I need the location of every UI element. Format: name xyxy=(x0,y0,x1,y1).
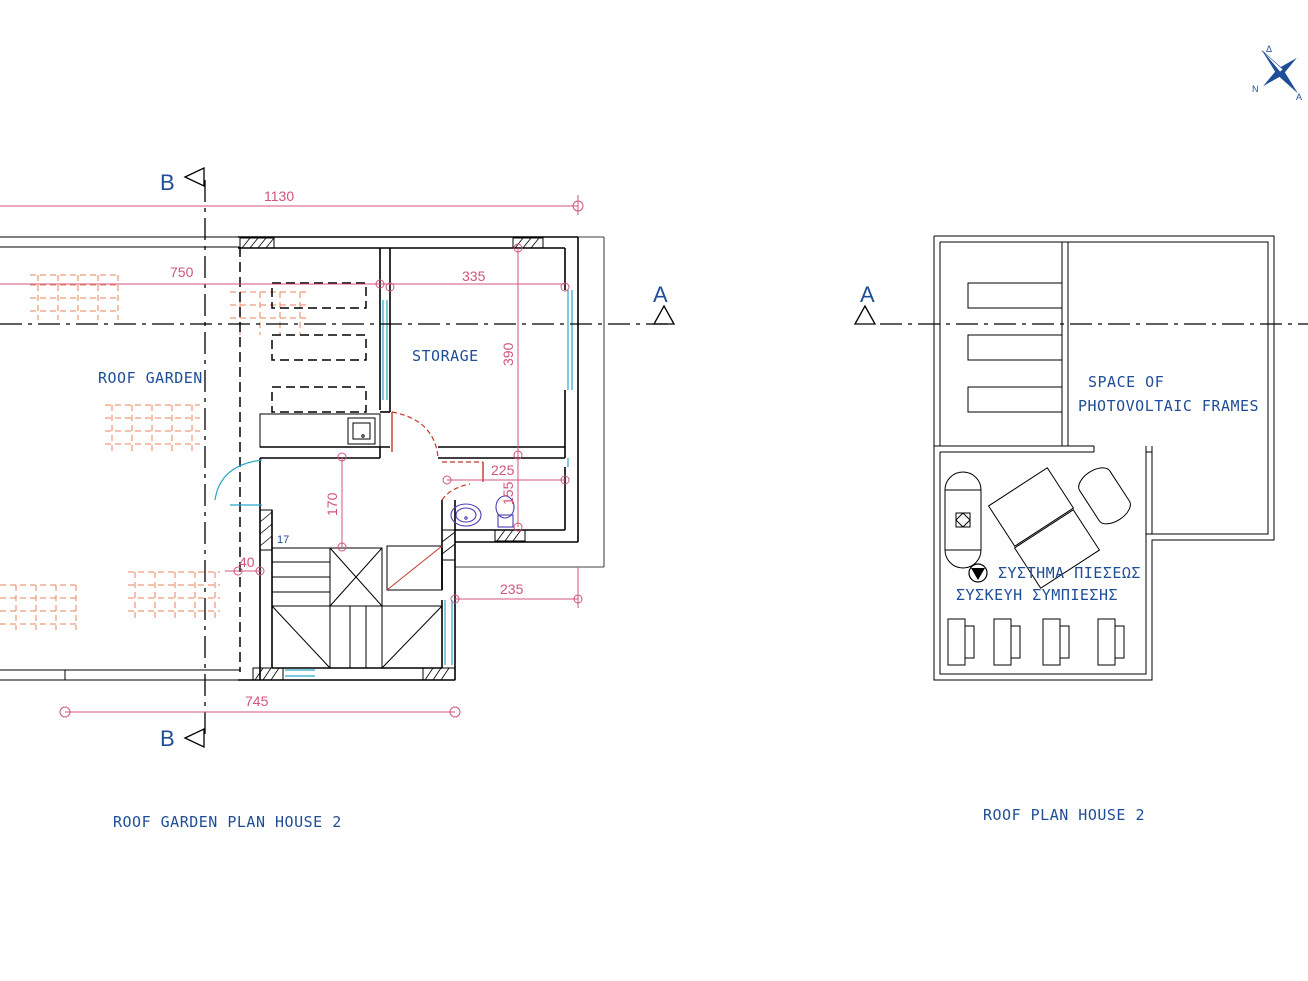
solar-water-heaters xyxy=(944,467,1131,589)
deck-tile-hatch xyxy=(0,274,310,630)
plan-title-roof: ROOF PLAN HOUSE 2 xyxy=(983,806,1145,824)
pressure-system-label: ΣΥΣΤΗΜΑ ΠΙΕΣΕΩΣ xyxy=(998,564,1141,582)
washbasin-icon xyxy=(450,503,482,527)
planter-dashed-boxes xyxy=(271,282,367,413)
stair-step-number: 17 xyxy=(277,534,289,546)
svg-text:B: B xyxy=(160,726,175,751)
dim-170: 170 xyxy=(324,492,340,516)
dim-1130: 1130 xyxy=(264,188,294,204)
pv-label-line2: PHOTOVOLTAIC FRAMES xyxy=(1078,397,1259,415)
window-glazing xyxy=(214,290,573,677)
compass-letter-n: Ν xyxy=(1252,84,1259,94)
svg-text:A: A xyxy=(653,282,668,307)
dim-390: 390 xyxy=(500,342,516,366)
boiler-device-label: ΣΥΣΚΕΥΗ ΣΥΜΠΙΕΣΗΣ xyxy=(956,586,1118,604)
room-label-roof-garden: ROOF GARDEN xyxy=(98,369,203,387)
dimension-texts: 1130 750 335 390 225 155 170 40 235 745 xyxy=(170,188,524,709)
room-label-storage: STORAGE xyxy=(412,347,479,365)
svg-text:B: B xyxy=(160,170,175,195)
toilet-icon xyxy=(497,514,514,528)
pressure-pump-icon xyxy=(968,563,988,583)
right-parapet-outline xyxy=(455,236,605,568)
dim-750: 750 xyxy=(170,264,194,280)
roof-outline xyxy=(933,235,1275,681)
tile-group-1 xyxy=(30,274,120,320)
tile-group-4 xyxy=(0,584,80,630)
dim-745: 745 xyxy=(245,693,269,709)
compass-letter-a: Α xyxy=(1296,92,1302,102)
plan-title-roof-garden: ROOF GARDEN PLAN HOUSE 2 xyxy=(113,813,342,831)
photovoltaic-panels xyxy=(967,282,1063,413)
wc-fixtures xyxy=(450,495,515,528)
kitchenette xyxy=(259,413,381,448)
ac-outdoor-units xyxy=(947,618,1125,666)
pv-label-line1: SPACE OF xyxy=(1088,373,1164,391)
tile-group-2 xyxy=(230,291,310,335)
dim-335: 335 xyxy=(462,268,486,284)
roof-garden-plan: 17 B B A xyxy=(0,166,676,831)
garden-slab-outline xyxy=(0,236,240,681)
section-marker-a-left: A xyxy=(652,282,676,325)
dim-40: 40 xyxy=(239,554,255,570)
boiler-tank-icon xyxy=(944,471,982,569)
dim-235: 235 xyxy=(500,581,524,597)
column-hatches xyxy=(239,237,544,681)
dim-155: 155 xyxy=(500,481,516,505)
dimension-lines xyxy=(0,195,584,718)
section-marker-b-bottom: B xyxy=(160,726,205,751)
section-marker-a-right: A xyxy=(853,282,877,325)
dim-225: 225 xyxy=(491,462,515,478)
compass-letter-d: Δ xyxy=(1266,44,1272,54)
door-swings xyxy=(391,411,483,501)
tile-group-3 xyxy=(105,404,200,452)
staircase xyxy=(271,545,443,669)
storage-walls xyxy=(238,236,579,681)
compass-rose-icon xyxy=(1261,50,1298,94)
section-marker-b-top: B xyxy=(160,166,205,195)
tile-group-5 xyxy=(128,571,220,618)
roof-plan: A SPACE OF PHOTOVOLTAIC FRAMES ΣΥΣΤΗΜΑ Π… xyxy=(853,235,1308,824)
svg-text:A: A xyxy=(860,282,875,307)
